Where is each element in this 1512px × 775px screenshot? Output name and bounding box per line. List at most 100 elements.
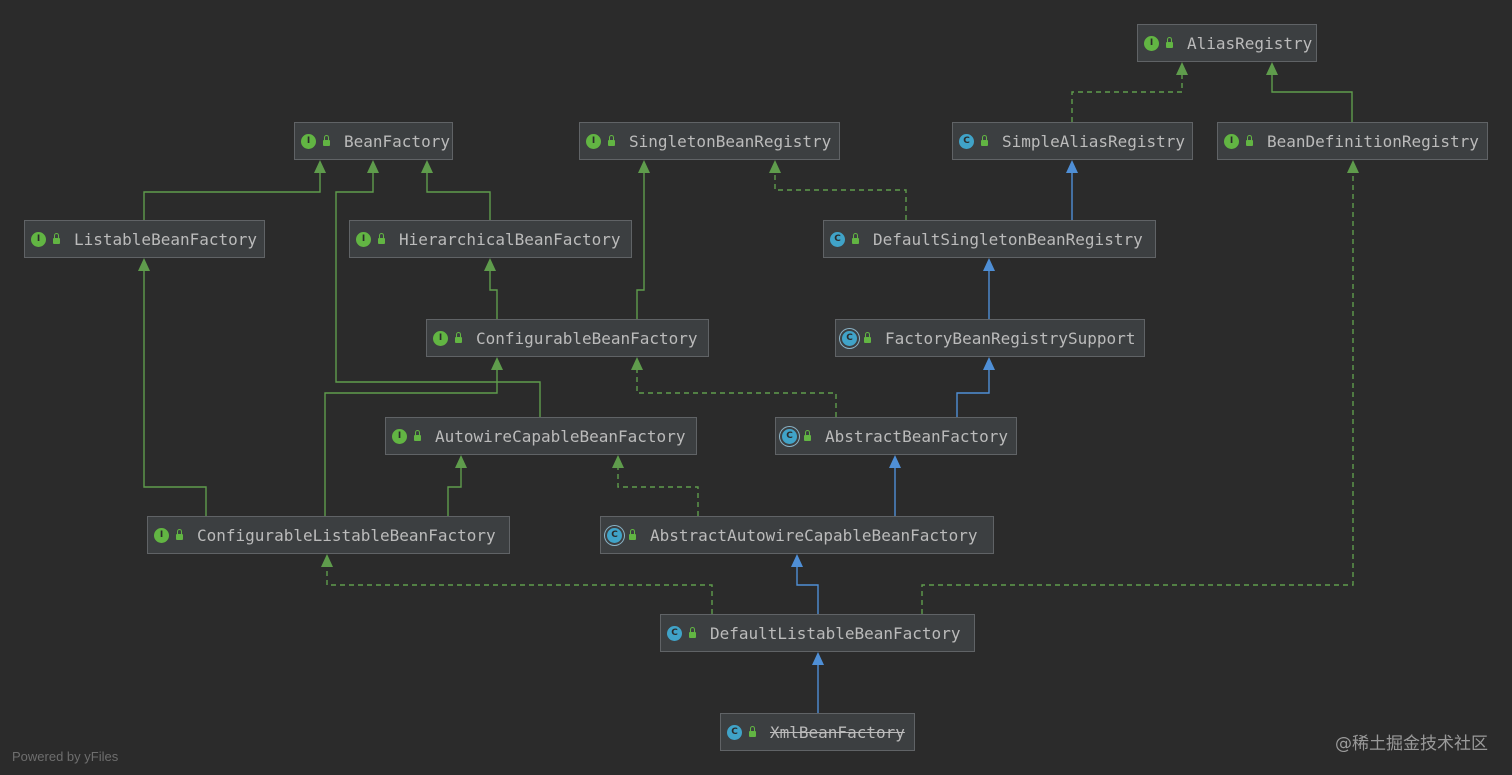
node-label: AbstractAutowireCapableBeanFactory	[650, 525, 978, 545]
public-lock-icon	[804, 430, 811, 441]
class-icon: C	[727, 724, 742, 740]
interface-icon: I	[1144, 35, 1159, 51]
public-lock-icon	[414, 430, 421, 441]
public-lock-icon	[1166, 37, 1173, 48]
node-label: SingletonBeanRegistry	[629, 131, 832, 151]
edge-arrowhead	[1347, 160, 1359, 173]
uml-node-xml-bean-factory[interactable]: C XmlBeanFactory	[720, 713, 915, 751]
edge-arrowhead	[491, 357, 503, 370]
edge-arrowhead	[983, 357, 995, 370]
edge-arrowhead	[889, 455, 901, 468]
edge-arrowhead	[769, 160, 781, 173]
edge-default-singleton-bean-registry-to-simple-alias-registry	[1066, 160, 1078, 220]
public-lock-icon	[981, 135, 988, 146]
public-lock-icon	[378, 233, 385, 244]
powered-by-label: Powered by yFiles	[12, 749, 119, 764]
edge-line	[426, 172, 491, 220]
public-lock-icon	[608, 135, 615, 146]
edge-line	[636, 172, 645, 319]
interface-icon: I	[586, 133, 601, 149]
interface-icon: I	[301, 133, 316, 149]
edge-arrowhead	[812, 652, 824, 665]
edge-arrowhead	[983, 258, 995, 271]
edge-abstract-autowire-capable-bean-factory-to-autowire-capable-bean-factory	[612, 455, 699, 516]
node-label: FactoryBeanRegistrySupport	[885, 328, 1136, 348]
abstract-class-icon: C	[782, 428, 797, 444]
edge-configurable-listable-bean-factory-to-listable-bean-factory	[138, 258, 207, 516]
edge-default-singleton-bean-registry-to-singleton-bean-registry	[769, 160, 907, 220]
uml-node-abstract-autowire-capable-bean-factory[interactable]: C AbstractAutowireCapableBeanFactory	[600, 516, 994, 554]
uml-node-singleton-bean-registry[interactable]: I SingletonBeanRegistry	[579, 122, 840, 160]
edge-factory-bean-registry-support-to-default-singleton-bean-registry	[983, 258, 995, 319]
edge-arrowhead	[1266, 62, 1278, 75]
edge-configurable-listable-bean-factory-to-autowire-capable-bean-factory	[447, 455, 467, 516]
edge-line	[617, 467, 699, 516]
edge-abstract-bean-factory-to-factory-bean-registry-support	[956, 357, 995, 417]
edge-arrowhead	[138, 258, 150, 271]
node-label: BeanDefinitionRegistry	[1267, 131, 1479, 151]
edge-default-listable-bean-factory-to-configurable-listable-bean-factory	[321, 554, 713, 614]
class-icon: C	[959, 133, 974, 149]
edge-arrowhead	[1176, 62, 1188, 75]
edge-default-listable-bean-factory-to-bean-definition-registry	[921, 160, 1359, 614]
uml-node-default-listable-bean-factory[interactable]: C DefaultListableBeanFactory	[660, 614, 975, 652]
uml-node-factory-bean-registry-support[interactable]: C FactoryBeanRegistrySupport	[835, 319, 1145, 357]
edge-arrowhead	[421, 160, 433, 173]
node-label: HierarchicalBeanFactory	[399, 229, 621, 249]
edge-arrowhead	[321, 554, 333, 567]
edge-abstract-autowire-capable-bean-factory-to-abstract-bean-factory	[889, 455, 901, 516]
edge-line	[1071, 74, 1183, 122]
abstract-class-icon: C	[607, 527, 622, 543]
edge-line	[143, 172, 321, 220]
interface-icon: I	[433, 330, 448, 346]
node-label: AbstractBeanFactory	[825, 426, 1009, 446]
edge-line	[447, 467, 462, 516]
public-lock-icon	[749, 726, 756, 737]
edge-configurable-bean-factory-to-singleton-bean-registry	[636, 160, 650, 319]
edge-line	[326, 566, 713, 614]
edge-line	[489, 270, 498, 319]
edge-arrowhead	[455, 455, 467, 468]
public-lock-icon	[176, 529, 183, 540]
interface-icon: I	[356, 231, 371, 247]
watermark-label: @稀土掘金技术社区	[1335, 734, 1488, 754]
edge-line	[636, 369, 837, 417]
edge-arrowhead	[631, 357, 643, 370]
public-lock-icon	[629, 529, 636, 540]
edge-arrowhead	[638, 160, 650, 173]
interface-icon: I	[154, 527, 169, 543]
node-label: DefaultSingletonBeanRegistry	[873, 229, 1143, 249]
node-label: XmlBeanFactory	[770, 722, 905, 742]
uml-node-hierarchical-bean-factory[interactable]: I HierarchicalBeanFactory	[349, 220, 632, 258]
public-lock-icon	[864, 332, 871, 343]
uml-node-abstract-bean-factory[interactable]: C AbstractBeanFactory	[775, 417, 1017, 455]
edge-arrowhead	[612, 455, 624, 468]
edge-arrowhead	[1066, 160, 1078, 173]
uml-node-default-singleton-bean-registry[interactable]: C DefaultSingletonBeanRegistry	[823, 220, 1156, 258]
class-icon: C	[667, 625, 682, 641]
class-icon: C	[830, 231, 845, 247]
abstract-class-icon: C	[842, 330, 857, 346]
public-lock-icon	[1246, 135, 1253, 146]
edge-arrowhead	[367, 160, 379, 173]
interface-icon: I	[392, 428, 407, 444]
public-lock-icon	[323, 135, 330, 146]
node-label: DefaultListableBeanFactory	[710, 623, 961, 643]
edge-line	[324, 369, 498, 516]
public-lock-icon	[455, 332, 462, 343]
edge-configurable-bean-factory-to-hierarchical-bean-factory	[484, 258, 498, 319]
edge-abstract-bean-factory-to-configurable-bean-factory	[631, 357, 837, 417]
edge-configurable-listable-bean-factory-to-configurable-bean-factory	[324, 357, 503, 516]
edge-simple-alias-registry-to-alias-registry	[1071, 62, 1188, 122]
edge-line	[921, 172, 1354, 614]
edge-arrowhead	[484, 258, 496, 271]
public-lock-icon	[852, 233, 859, 244]
